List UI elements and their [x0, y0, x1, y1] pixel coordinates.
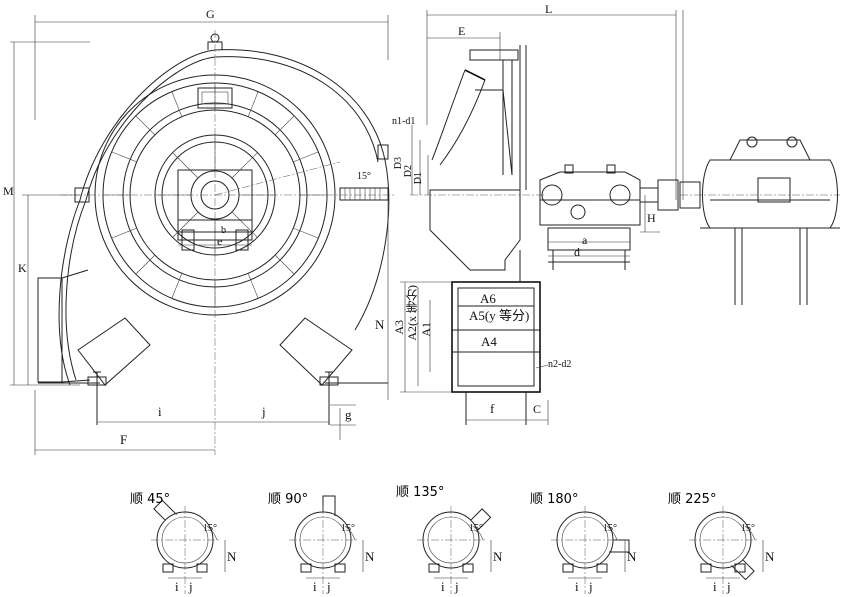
label-A1: A1	[419, 322, 433, 337]
orientation-2-angle-arc	[472, 525, 484, 541]
label-n2-d2: n2-d2	[548, 359, 572, 370]
orientation-4-title: 顺 225°	[668, 492, 717, 507]
orientation-4-right-foot	[734, 563, 746, 573]
orientation-1-label-i: i	[313, 579, 317, 594]
orientation-1-angle-arc	[344, 525, 356, 541]
orientation-2-label-N: N	[493, 549, 503, 564]
orientation-4-label-j: j	[727, 579, 731, 594]
orientation-1-title: 顺 90°	[268, 492, 309, 507]
label-H: H	[647, 211, 656, 225]
orientation-4-outlet	[731, 559, 755, 581]
label-G: G	[206, 7, 215, 21]
orientation-3-label-j: j	[589, 579, 593, 594]
orientation-1-left-foot	[300, 563, 312, 573]
side-view	[387, 10, 840, 425]
orientation-3-right-foot	[596, 563, 608, 573]
orientation-3-title: 顺 180°	[530, 492, 579, 507]
front-view	[10, 15, 395, 455]
orientation-4-angle-arc	[744, 525, 756, 541]
label-j: j	[262, 404, 266, 419]
label-D1: D1	[413, 172, 424, 185]
label-A4: A4	[481, 334, 497, 349]
label-A2: A2(x 等分)	[405, 285, 419, 341]
orientation-2-outlet	[470, 508, 492, 532]
label-a: a	[582, 233, 588, 247]
orientation-4-label-angle: 15°	[741, 523, 755, 534]
label-front-angle: 15°	[357, 171, 371, 182]
orientation-1-outlet	[322, 495, 336, 516]
orientation-3-left-foot	[562, 563, 574, 573]
label-f: f	[490, 401, 495, 416]
orientation-3-angle-arc	[606, 525, 618, 541]
orientation-0-right-foot	[196, 563, 208, 573]
label-n1-d1: n1-d1	[392, 116, 416, 127]
orientation-0-label-angle: 15°	[203, 523, 217, 534]
orientation-0-label-j: j	[189, 579, 193, 594]
label-M: M	[3, 184, 14, 198]
orientation-4-label-N: N	[765, 549, 775, 564]
orientation-0-angle-arc	[206, 525, 218, 541]
label-C: C	[533, 402, 542, 416]
label-N: N	[375, 317, 385, 332]
orientation-4-left-foot	[700, 563, 712, 573]
orientation-3-outlet	[609, 539, 630, 553]
orientation-3-label-N: N	[627, 549, 637, 564]
label-e: e	[217, 234, 223, 248]
orientation-0-outlet	[153, 499, 177, 521]
orientation-0-title: 顺 45°	[130, 492, 171, 507]
orientation-0-label-N: N	[227, 549, 237, 564]
orientation-1-label-j: j	[327, 579, 331, 594]
orientation-2-right-foot	[462, 563, 474, 573]
label-i: i	[158, 404, 162, 419]
orientation-4-label-i: i	[713, 579, 717, 594]
orientation-2-left-foot	[428, 563, 440, 573]
label-A6: A6	[480, 291, 496, 306]
orientation-3-label-i: i	[575, 579, 579, 594]
orientation-3-label-angle: 15°	[603, 523, 617, 534]
orientation-2-label-i: i	[441, 579, 445, 594]
orientation-1-label-N: N	[365, 549, 375, 564]
orientation-2-label-j: j	[455, 579, 459, 594]
label-E: E	[458, 24, 466, 38]
label-d: d	[574, 245, 580, 259]
orientation-1-label-angle: 15°	[341, 523, 355, 534]
label-K: K	[18, 261, 27, 275]
label-L: L	[545, 2, 553, 16]
orientation-diagrams	[151, 495, 764, 594]
label-F: F	[120, 432, 128, 447]
orientation-2-label-angle: 15°	[469, 523, 483, 534]
label-b: b	[221, 225, 226, 236]
orientation-0-left-foot	[162, 563, 174, 573]
orientation-1-right-foot	[334, 563, 346, 573]
label-g: g	[345, 407, 352, 422]
label-A3: A3	[392, 320, 406, 335]
orientation-0-label-i: i	[175, 579, 179, 594]
label-A5: A5(y 等分)	[469, 308, 530, 323]
orientation-2-title: 顺 135°	[396, 485, 445, 500]
